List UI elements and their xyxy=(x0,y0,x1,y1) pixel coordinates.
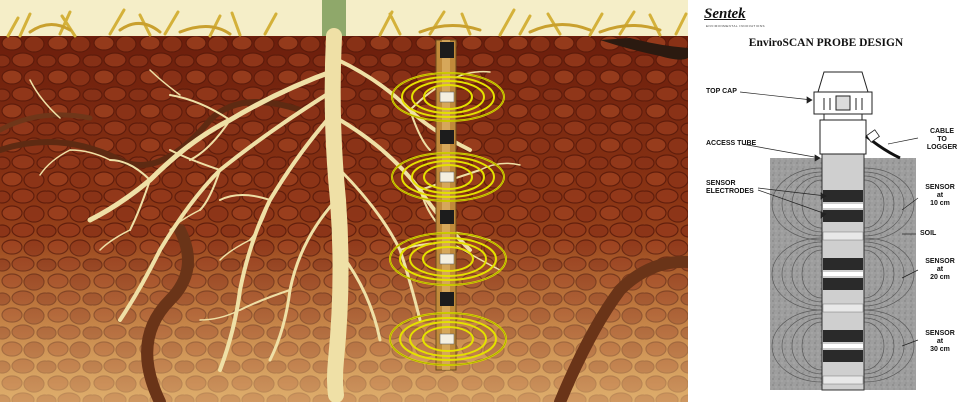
sensor-electrodes xyxy=(823,190,863,384)
label-soil: SOIL xyxy=(920,230,936,237)
label-sensor-20cm-2: at xyxy=(920,266,960,273)
capacitance-probe xyxy=(436,40,456,370)
probe-chip-1 xyxy=(440,130,454,144)
label-sensor-30cm-3: 30 cm xyxy=(920,346,960,353)
label-cable-3: LOGGER xyxy=(924,144,960,151)
probe-chip-2 xyxy=(440,210,454,224)
label-sensor-20cm-1: SENSOR xyxy=(920,258,960,265)
soil-root-probe-illustration xyxy=(0,0,688,402)
label-sensor-20cm-3: 20 cm xyxy=(920,274,960,281)
label-sensor-10cm-1: SENSOR xyxy=(920,184,960,191)
label-sensor-30cm-1: SENSOR xyxy=(920,330,960,337)
label-access-tube: ACCESS TUBE xyxy=(706,140,756,147)
label-cable-2: TO xyxy=(924,136,960,143)
top-cap xyxy=(814,72,872,154)
label-sensor-30cm-2: at xyxy=(920,338,960,345)
label-sensor-electrodes-2: ELECTRODES xyxy=(706,188,754,195)
label-top-cap: TOP CAP xyxy=(706,88,737,95)
label-sensor-electrodes-1: SENSOR xyxy=(706,180,736,187)
probe-head xyxy=(440,42,454,58)
label-cable-1: CABLE xyxy=(924,128,960,135)
probe-design-diagram: Sentek ENVIRONMENTAL INNOVATIONS EnviroS… xyxy=(688,0,964,402)
label-sensor-10cm-3: 10 cm xyxy=(920,200,960,207)
label-sensor-10cm-2: at xyxy=(920,192,960,199)
probe-chip-3 xyxy=(440,292,454,306)
